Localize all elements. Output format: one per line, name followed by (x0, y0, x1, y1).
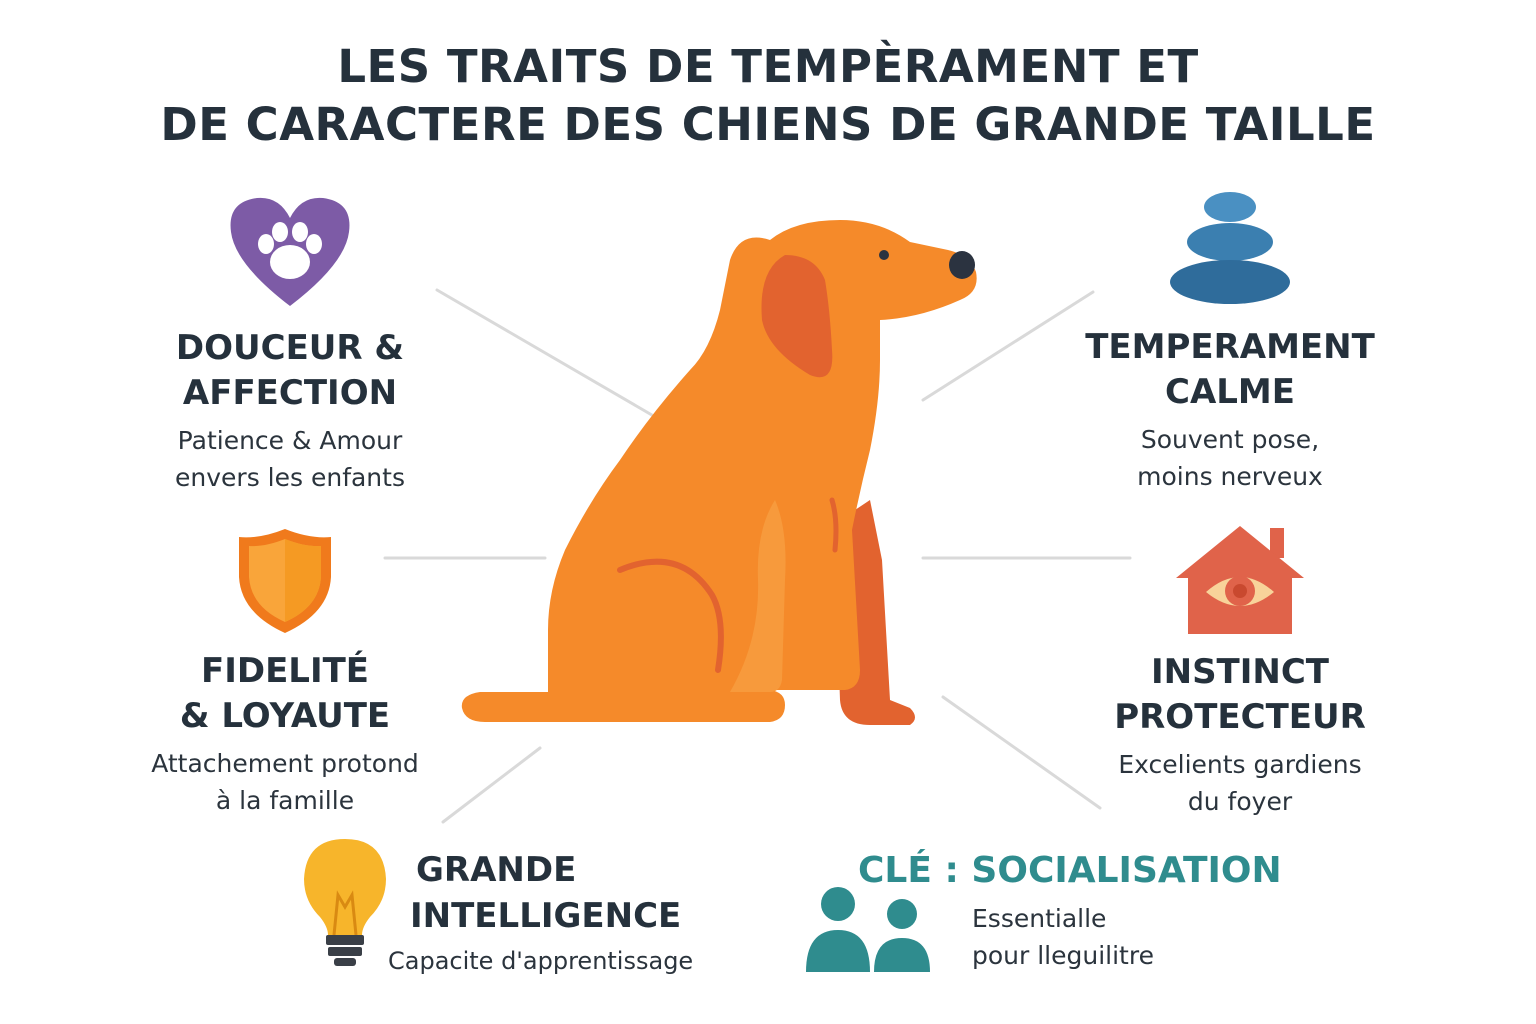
trait-temperament-title-line-1: TEMPERAMENT (1085, 327, 1375, 367)
trait-intelligence-title-line-1: GRANDE (416, 850, 577, 890)
trait-fidelite-title-line-2: & LOYAUTE (179, 696, 391, 736)
trait-temperament-calme: TEMPERAMENT CALME Souvent pose, moins ne… (1060, 190, 1400, 495)
connector-line-socialisation (941, 695, 1102, 810)
page-title: LES TRAITS DE TEMPÈRAMENT ET DE CARACTER… (0, 38, 1536, 154)
stacked-stones-icon (1170, 192, 1290, 304)
page-title-line-1: LES TRAITS DE TEMPÈRAMENT ET (337, 40, 1199, 93)
trait-fidelite-loyaute: FIDELITÉ & LOYAUTE Attachement protond à… (100, 525, 470, 819)
trait-fidelite-description: Attachement protond à la famille (100, 745, 470, 819)
connector-line-intelligence (441, 746, 542, 824)
trait-douceur-title: DOUCEUR & AFFECTION (110, 326, 470, 416)
trait-instinct-desc-line-1: Excelients gardiens (1118, 750, 1362, 779)
trait-socialisation: CLÉ : SOCIALISATION Essentialle pour lle… (800, 848, 1300, 988)
trait-intelligence-title-line-2: INTELLIGENCE (410, 896, 682, 936)
trait-temperament-title-line-2: CALME (1165, 372, 1295, 412)
heart-paw-icon (230, 197, 350, 306)
trait-instinct-title-line-1: INSTINCT (1150, 652, 1330, 692)
trait-intelligence-description: Capacite d'apprentissage (388, 943, 718, 980)
trait-douceur-affection: DOUCEUR & AFFECTION Patience & Amour env… (110, 192, 470, 496)
trait-socialisation-description: Essentialle pour lleguilitre (972, 900, 1154, 974)
trait-fidelite-title: FIDELITÉ & LOYAUTE (100, 649, 470, 739)
trait-socialisation-title: CLÉ : SOCIALISATION (858, 848, 1282, 893)
trait-fidelite-desc-line-2: à la famille (215, 786, 355, 815)
trait-fidelite-desc-line-1: Attachement protond (151, 749, 419, 778)
lightbulb-icon (304, 839, 386, 966)
trait-temperament-title: TEMPERAMENT CALME (1060, 325, 1400, 415)
trait-temperament-desc-line-1: Souvent pose, (1140, 425, 1320, 454)
trait-intelligence-title: GRANDE INTELLIGENCE (410, 847, 730, 939)
trait-instinct-desc-line-2: du foyer (1187, 787, 1293, 816)
sitting-dog-icon (461, 220, 977, 725)
trait-socialisation-desc-line-1: Essentialle (972, 904, 1107, 933)
trait-douceur-description: Patience & Amour envers les enfants (110, 422, 470, 496)
trait-instinct-protecteur: INSTINCT PROTECTEUR Excelients gardiens … (1080, 520, 1400, 820)
page-title-line-2: DE CARACTERE DES CHIENS DE GRANDE TAILLE (160, 98, 1376, 151)
trait-douceur-desc-line-2: envers les enfants (175, 463, 405, 492)
trait-instinct-title: INSTINCT PROTECTEUR (1080, 650, 1400, 740)
trait-temperament-description: Souvent pose, moins nerveux (1060, 421, 1400, 495)
connector-line-douceur (435, 288, 659, 420)
trait-temperament-desc-line-2: moins nerveux (1137, 462, 1323, 491)
trait-socialisation-title-line-1: CLÉ : SOCIALISATION (858, 850, 1282, 891)
trait-douceur-desc-line-1: Patience & Amour (177, 426, 403, 455)
trait-instinct-title-line-2: PROTECTEUR (1114, 697, 1366, 737)
people-icon (806, 887, 930, 972)
shield-icon (239, 529, 331, 633)
trait-fidelite-title-line-1: FIDELITÉ (200, 651, 370, 691)
trait-douceur-title-line-2: AFFECTION (182, 373, 398, 413)
trait-douceur-title-line-1: DOUCEUR & (175, 328, 405, 368)
trait-grande-intelligence: GRANDE INTELLIGENCE Capacite d'apprentis… (290, 835, 730, 985)
trait-intelligence-desc-line-1: Capacite d'apprentissage (388, 947, 694, 975)
house-eye-icon (1176, 526, 1304, 634)
trait-socialisation-desc-line-2: pour lleguilitre (972, 941, 1154, 970)
trait-instinct-description: Excelients gardiens du foyer (1080, 746, 1400, 820)
connector-line-temperament (921, 290, 1095, 402)
